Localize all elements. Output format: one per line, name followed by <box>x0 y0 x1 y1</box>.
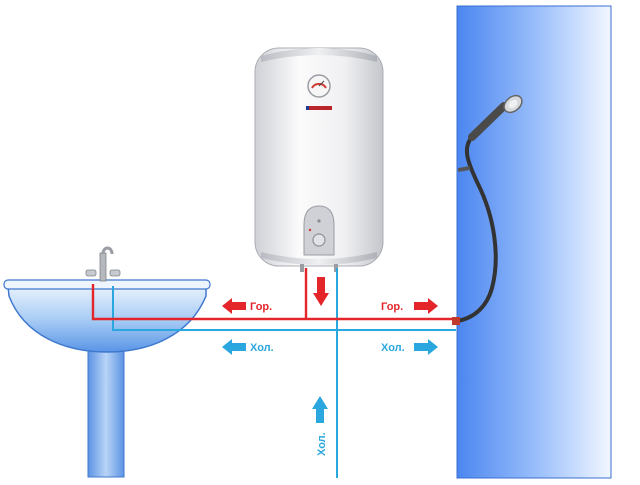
arrow-icon <box>414 339 438 355</box>
cold-pipe <box>112 286 456 331</box>
sink-rim <box>3 279 211 290</box>
hot-pipes <box>91 268 456 321</box>
arrow-icon <box>222 339 246 355</box>
arrow-icon <box>414 298 438 314</box>
shower-hose <box>455 104 506 323</box>
faucet-icon <box>85 246 121 282</box>
sink-pedestal <box>87 344 125 478</box>
cold-inlet-label: Хол. <box>316 432 328 456</box>
hot-right-label: Гор. <box>381 301 403 313</box>
temperature-knob <box>312 233 326 247</box>
shower-head-icon <box>503 94 523 114</box>
shower <box>452 94 523 325</box>
brand-plate <box>308 106 332 110</box>
control-panel <box>303 205 335 256</box>
hot-left-label: Гор. <box>250 301 272 313</box>
shower-handle <box>468 102 508 141</box>
cold-right-label: Хол. <box>381 342 405 354</box>
cold-left-label: Хол. <box>250 342 274 354</box>
arrow-icon <box>222 298 246 314</box>
hot-pipe <box>91 284 456 321</box>
cold-pipes <box>112 268 456 478</box>
indicator-light <box>317 219 321 223</box>
water-heater <box>254 47 384 272</box>
arrow-icon <box>312 396 328 423</box>
arrow-icon <box>313 277 329 306</box>
wall <box>456 5 612 479</box>
